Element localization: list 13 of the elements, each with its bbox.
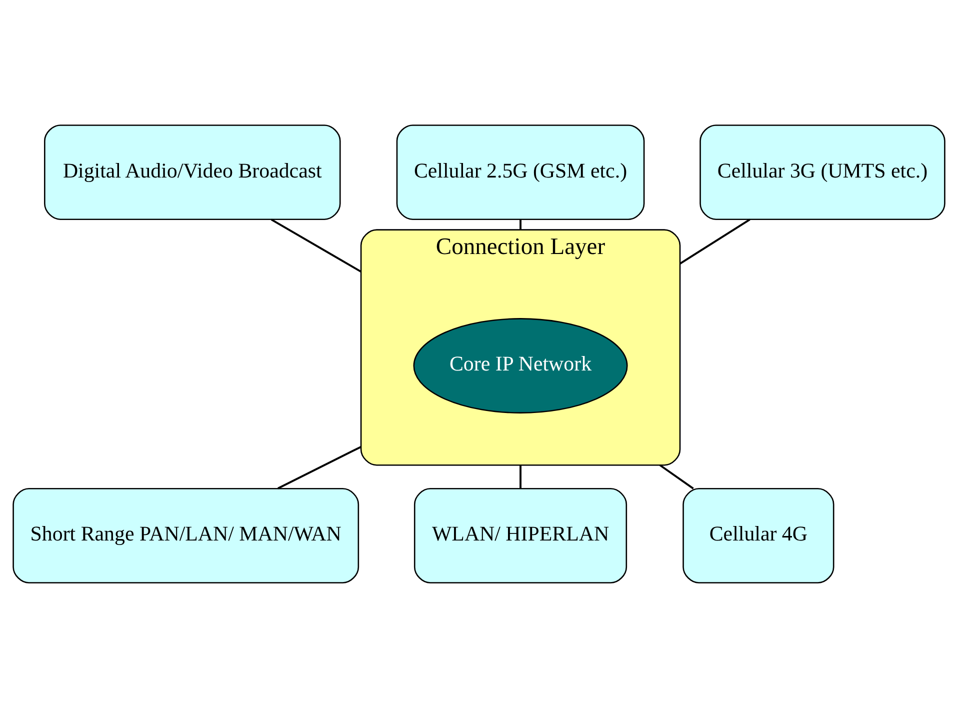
node-box: Cellular 3G (UMTS etc.) (700, 124, 946, 220)
node-ellipse: Core IP Network (413, 318, 628, 413)
connector (270, 218, 362, 272)
connector (520, 464, 522, 488)
node-box: Digital Audio/Video Broadcast (44, 124, 341, 220)
node-box: Short Range PAN/LAN/ MAN/WAN (12, 488, 360, 583)
node-box: Cellular 2.5G (GSM etc.) (396, 124, 645, 220)
connector (520, 219, 522, 230)
connector (659, 464, 694, 489)
connector (679, 218, 750, 264)
node-box: WLAN/ HIPERLAN (414, 488, 628, 583)
connector (278, 445, 362, 489)
node-box: Cellular 4G (682, 488, 834, 583)
